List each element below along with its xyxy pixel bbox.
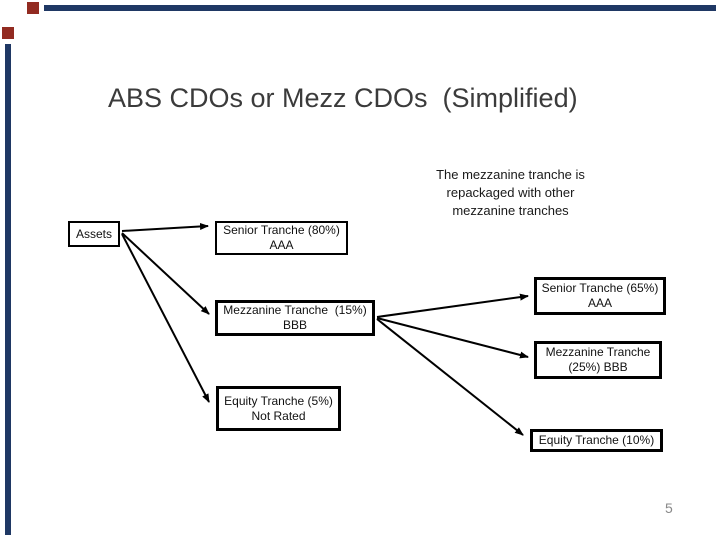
senior-tranche-65-rating: AAA: [587, 296, 612, 310]
arrow-mezz15-to-senior65: [376, 293, 529, 318]
senior-tranche-80-box: Senior Tranche (80%) AAA: [215, 221, 348, 255]
equity-tranche-5-box: Equity Tranche (5%) Not Rated: [216, 386, 341, 431]
mezzanine-tranche-15-box: Mezzanine Tranche (15%) BBB: [215, 300, 375, 336]
mezzanine-tranche-15-rating: BBB: [282, 318, 307, 332]
annotation-note-line: mezzanine tranches: [452, 203, 569, 218]
left-accent-bar: [5, 44, 11, 535]
equity-tranche-10-box: Equity Tranche (10%): [530, 429, 663, 452]
top-accent-bar: [44, 5, 716, 11]
arrow-assets-to-mezz15: [121, 232, 210, 315]
equity-tranche-10-label: Equity Tranche (10%): [538, 433, 655, 447]
annotation-note-line: The mezzanine tranche is: [436, 167, 585, 182]
senior-tranche-65-label: Senior Tranche (65%): [541, 281, 659, 295]
mezzanine-tranche-25-box: Mezzanine Tranche (25%) BBB: [534, 341, 662, 379]
mezzanine-tranche-25-rating: (25%) BBB: [568, 360, 628, 374]
equity-tranche-5-rating: Not Rated: [251, 408, 306, 423]
slide-title: ABS CDOs or Mezz CDOs (Simplified): [108, 83, 578, 113]
arrow-mezz15-to-equity10: [376, 318, 524, 436]
mezzanine-tranche-15-label: Mezzanine Tranche (15%): [223, 303, 367, 317]
top-accent-square-icon: [27, 2, 39, 14]
annotation-note: The mezzanine tranche is repackaged with…: [418, 166, 603, 220]
annotation-note-line: repackaged with other: [446, 185, 575, 200]
arrow-assets-to-equity5: [121, 233, 210, 403]
senior-tranche-80-rating: AAA: [269, 238, 294, 252]
page-number: 5: [665, 500, 673, 516]
left-accent-square-icon: [2, 27, 14, 39]
senior-tranche-80-label: Senior Tranche (80%): [223, 223, 340, 237]
assets-label: Assets: [75, 226, 112, 241]
arrow-mezz15-to-mezz25: [376, 317, 529, 359]
mezzanine-tranche-25-label: Mezzanine Tranche: [545, 345, 651, 359]
assets-box: Assets: [68, 221, 120, 247]
senior-tranche-65-box: Senior Tranche (65%) AAA: [534, 277, 666, 315]
arrow-assets-to-senior80: [121, 222, 209, 232]
equity-tranche-5-label: Equity Tranche (5%): [224, 393, 333, 408]
